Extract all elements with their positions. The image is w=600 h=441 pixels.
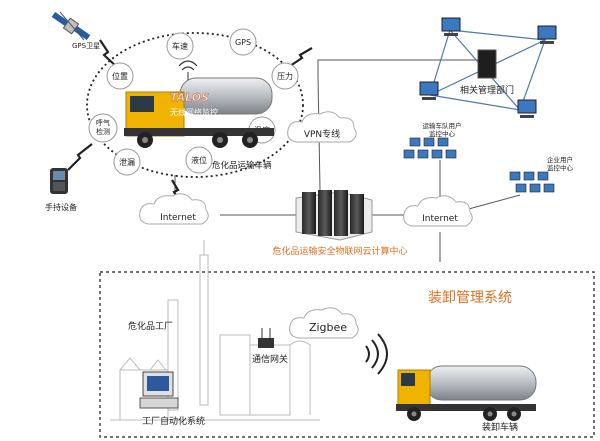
- unload-truck-icon: [396, 365, 537, 421]
- handheld-label: 手持设备: [45, 202, 77, 212]
- sensor-speed-label: 车速: [172, 41, 188, 51]
- gps-label: GPS卫星: [72, 42, 100, 50]
- gps-wireless-link: [99, 39, 119, 69]
- handheld-device-icon: [50, 168, 68, 194]
- internet-left-cloud: [139, 193, 209, 225]
- department-pcs: [419, 17, 557, 118]
- enterprise-monitor-label-2: 监控中心: [547, 163, 574, 172]
- gps-satellite-icon: [51, 11, 91, 41]
- cloud-center-label: 危化品运输安全物联网云计算中心: [272, 245, 407, 257]
- cloud-server-icon: [295, 190, 373, 241]
- zigbee-cloud: [289, 307, 359, 339]
- sensor-ring: [86, 32, 304, 178]
- gateway-icon: [258, 328, 274, 348]
- dept-label: 相关管理部门: [460, 84, 514, 96]
- sensor-pressure-label: 压力: [277, 71, 293, 81]
- truck-subtitle: 无线网络监控: [170, 107, 218, 117]
- factory-label: 危化品工厂: [128, 320, 173, 332]
- loading-title: 装卸管理系统: [428, 290, 512, 306]
- vpn-cloud: [287, 111, 357, 143]
- sensor-breath: [88, 113, 118, 143]
- transport-monitor-label-1: 运输车队用户: [423, 121, 462, 130]
- sensor-level-label: 液位: [191, 155, 207, 165]
- truck-brand: TALOS: [170, 91, 209, 104]
- vpn-label: VPN专线: [304, 128, 340, 140]
- sensor-pressure: [271, 62, 299, 90]
- transport-truck-icon: [124, 60, 274, 148]
- sensor-bubbles: [88, 28, 299, 176]
- line-to-enterprise: [464, 194, 521, 211]
- truck-label: 危化品运输车辆: [212, 160, 272, 171]
- dept-server-icon: [477, 49, 497, 79]
- sensor-position: [106, 62, 134, 90]
- sensor-gps-label: GPS: [235, 38, 251, 47]
- loading-system-boundary: [99, 271, 595, 438]
- transport-monitor-label-2: 监控中心: [429, 129, 456, 138]
- gateway-label: 通信网关: [252, 353, 288, 365]
- sensor-leak-label: 泄漏: [119, 157, 135, 167]
- signal-arcs-icon: [365, 333, 388, 375]
- internet-right-cloud: [403, 195, 473, 227]
- sensor-breath-label: 呼气检测: [96, 118, 110, 136]
- automation-pc-icon: [139, 371, 179, 409]
- automation-label: 工厂自动化系统: [142, 415, 205, 427]
- sensor-position-label: 位置: [112, 71, 128, 81]
- truck-vpn-link: [289, 47, 313, 67]
- sensor-level: [185, 146, 213, 174]
- sensor-speed: [166, 32, 194, 60]
- unload-truck-label: 装卸车辆: [482, 421, 518, 433]
- zigbee-label: Zigbee: [309, 321, 347, 334]
- transport-monitor-pcs: [403, 137, 457, 159]
- sensor-gps: [229, 28, 257, 56]
- vpn-to-dept-line: [317, 59, 480, 75]
- handheld-wireless-link: [67, 143, 93, 171]
- internet-right-label: Internet: [422, 214, 458, 224]
- internet-left-label: Internet: [160, 213, 196, 223]
- enterprise-monitor-label-1: 企业用户: [547, 155, 573, 164]
- sensor-leak: [113, 148, 141, 176]
- enterprise-monitor-pcs: [509, 171, 555, 193]
